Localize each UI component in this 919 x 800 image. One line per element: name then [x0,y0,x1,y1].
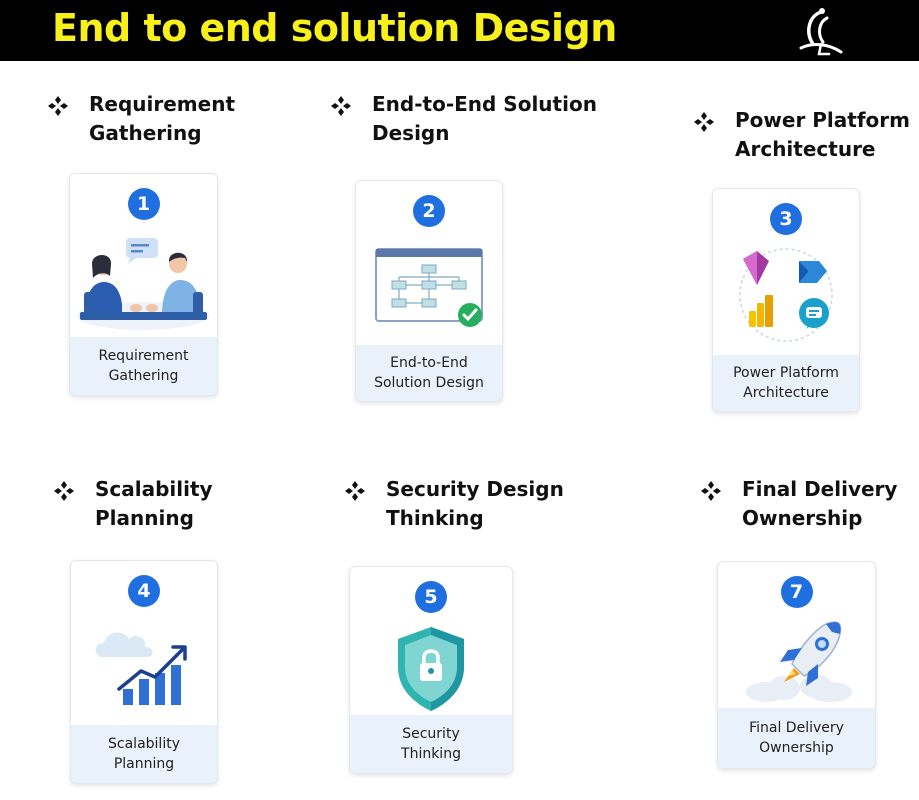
section-heading-power-platform: Power Platform Architecture [693,106,910,164]
card-caption: Final Delivery Ownership [718,708,875,768]
card-caption: Scalability Planning [71,725,217,783]
section-heading-scalability: Scalability Planning [53,475,213,533]
step-number-badge: 3 [770,203,802,235]
section-heading-solution-design: End-to-End Solution Design [330,90,597,148]
section-heading-text: Power Platform Architecture [735,108,910,161]
diamond-bullet-icon [694,112,714,132]
card-caption: Power Platform Architecture [713,355,859,411]
title-bar: End to end solution Design [0,0,919,61]
power-platform-icons [739,248,833,342]
card-scalability: 4 Scalability Planning [70,560,218,784]
diamond-bullet-icon [331,96,351,116]
card-caption: Requirement Gathering [70,337,217,395]
shield-lock-icon [398,627,464,711]
meeting-illustration [77,238,209,330]
card-final-delivery: 7 Final Delivery Ownership [717,561,876,769]
step-number-badge: 4 [128,575,160,607]
rocket-icon [746,621,852,702]
section-heading-text: Requirement Gathering [89,92,236,145]
card-security: 5 Security Thinking [349,566,513,774]
card-solution-design: 2 End-to-End Solution Design [355,180,503,402]
section-heading-text: Final Delivery Ownership [742,477,898,530]
step-number-badge: 2 [413,195,445,227]
diamond-bullet-icon [54,481,74,501]
section-heading-text: End-to-End Solution Design [372,92,597,145]
card-power-platform: 3 Power Platform Architecture [712,188,860,412]
section-heading-security: Security Design Thinking [344,475,564,533]
section-heading-requirement-gathering: Requirement Gathering [47,90,235,148]
card-caption: End-to-End Solution Design [356,345,502,401]
flowchart-diagram-icon [375,248,483,327]
diamond-bullet-icon [48,96,68,116]
card-caption: Security Thinking [350,715,512,773]
company-logo-icon [799,8,843,56]
section-heading-text: Security Design Thinking [386,477,564,530]
diamond-bullet-icon [701,481,721,501]
step-number-badge: 7 [780,576,813,608]
cloud-growth-chart-icon [95,632,187,705]
card-requirement-gathering: 1 Requirement Gathering [69,173,218,396]
step-number-badge: 5 [415,581,447,613]
page-title: End to end solution Design [52,6,617,50]
section-heading-text: Scalability Planning [95,477,213,530]
diamond-bullet-icon [345,481,365,501]
step-number-badge: 1 [127,188,160,220]
section-heading-final-delivery: Final Delivery Ownership [700,475,897,533]
